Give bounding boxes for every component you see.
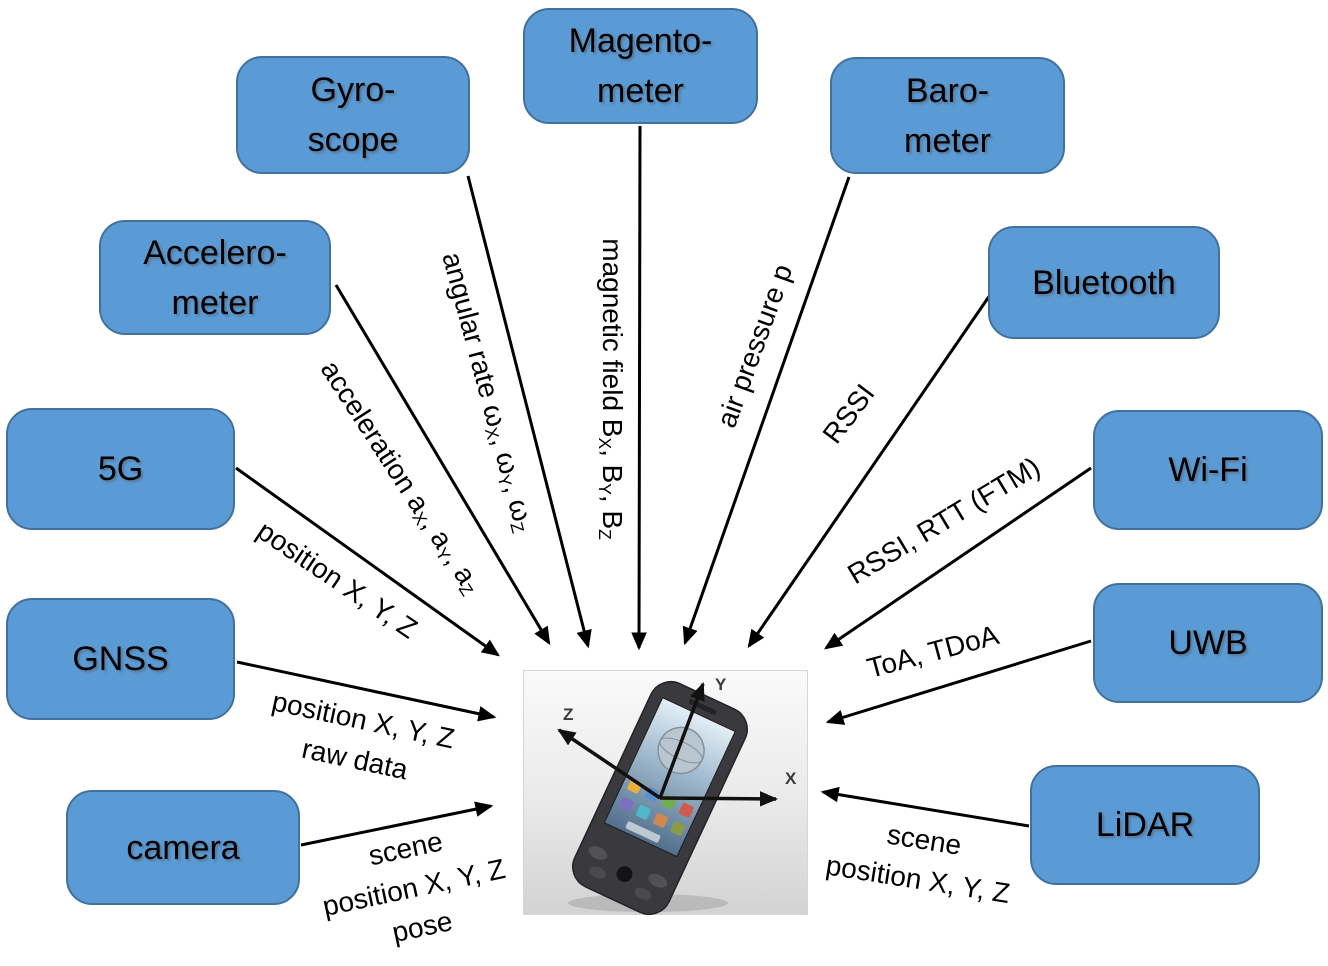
accelerometer-box: Accelero- meter <box>99 220 331 335</box>
lidar-box-label: LiDAR <box>1095 806 1195 844</box>
magnetometer-box: Magento- meter <box>523 8 758 124</box>
bluetooth-box-label: Bluetooth <box>1032 263 1176 302</box>
gyroscope-box-label: Gyro- <box>310 71 396 109</box>
lidar-box: LiDAR <box>1030 765 1260 885</box>
gnss-box: GNSS <box>6 598 235 720</box>
barometer-box: Baro- meter <box>830 57 1065 174</box>
phone-buttons <box>588 846 668 901</box>
five-g-arrow-label: position X, Y, Z <box>251 514 423 645</box>
uwb-box: UWB <box>1093 583 1323 703</box>
smartphone-image: Y Z X <box>523 670 808 915</box>
barometer-arrow-label: air pressure p <box>710 260 799 432</box>
camera-arrow-label: scene position X, Y, Z pose <box>311 810 518 966</box>
axis-y <box>658 682 705 799</box>
wifi-box: Wi-Fi <box>1093 410 1323 530</box>
magnetometer-box-label: Magento- <box>568 22 713 60</box>
gyroscope-box-label2: scope <box>307 121 399 159</box>
wifi-box-label: Wi-Fi <box>1168 451 1248 489</box>
barometer-box-label: Baro- <box>905 71 990 110</box>
bluetooth-arrow-label: RSSI <box>816 378 881 450</box>
clock-widget-detail <box>659 737 703 764</box>
five-g-box: 5G <box>6 408 235 530</box>
uwb-box-label: UWB <box>1168 624 1248 662</box>
camera-box-label: camera <box>126 828 240 867</box>
axis-label-y: Y <box>715 675 727 694</box>
gnss-arrow-label: position X, Y, Z raw data <box>260 682 458 799</box>
axis-label-x: X <box>785 769 797 788</box>
barometer-box-label2: meter <box>904 121 991 160</box>
magnetometer-box-label2: meter <box>597 72 684 110</box>
trackball <box>614 864 635 885</box>
lidar-arrow-label: scene position X, Y, Z <box>823 806 1019 914</box>
axis-label-z: Z <box>563 705 573 724</box>
camera-box: camera <box>66 790 300 905</box>
axes-group <box>557 682 779 807</box>
gyroscope-arrow-label: angular rate ωX, ωY, ωZ <box>436 248 538 536</box>
accelerometer-box-label: Accelero- <box>143 233 287 272</box>
accelerometer-box-label2: meter <box>171 283 259 322</box>
magnetometer-arrow-label: magnetic field BX, BY, BZ <box>595 238 628 540</box>
gyroscope-box: Gyro- scope <box>236 56 470 174</box>
bluetooth-box: Bluetooth <box>988 226 1220 339</box>
wifi-arrow-label: RSSI, RTT (FTM) <box>842 451 1046 591</box>
bluetooth-arrow <box>747 294 992 648</box>
gnss-box-label: GNSS <box>72 640 169 678</box>
magnetometer-arrow <box>631 125 647 651</box>
axis-x <box>659 791 779 807</box>
dock-bar <box>625 821 661 843</box>
uwb-arrow-label: ToA, TDoA <box>863 619 1003 684</box>
smartphone-graphic: Y Z X <box>523 670 808 915</box>
five-g-box-label: 5G <box>97 450 144 488</box>
axis-z <box>557 728 661 800</box>
